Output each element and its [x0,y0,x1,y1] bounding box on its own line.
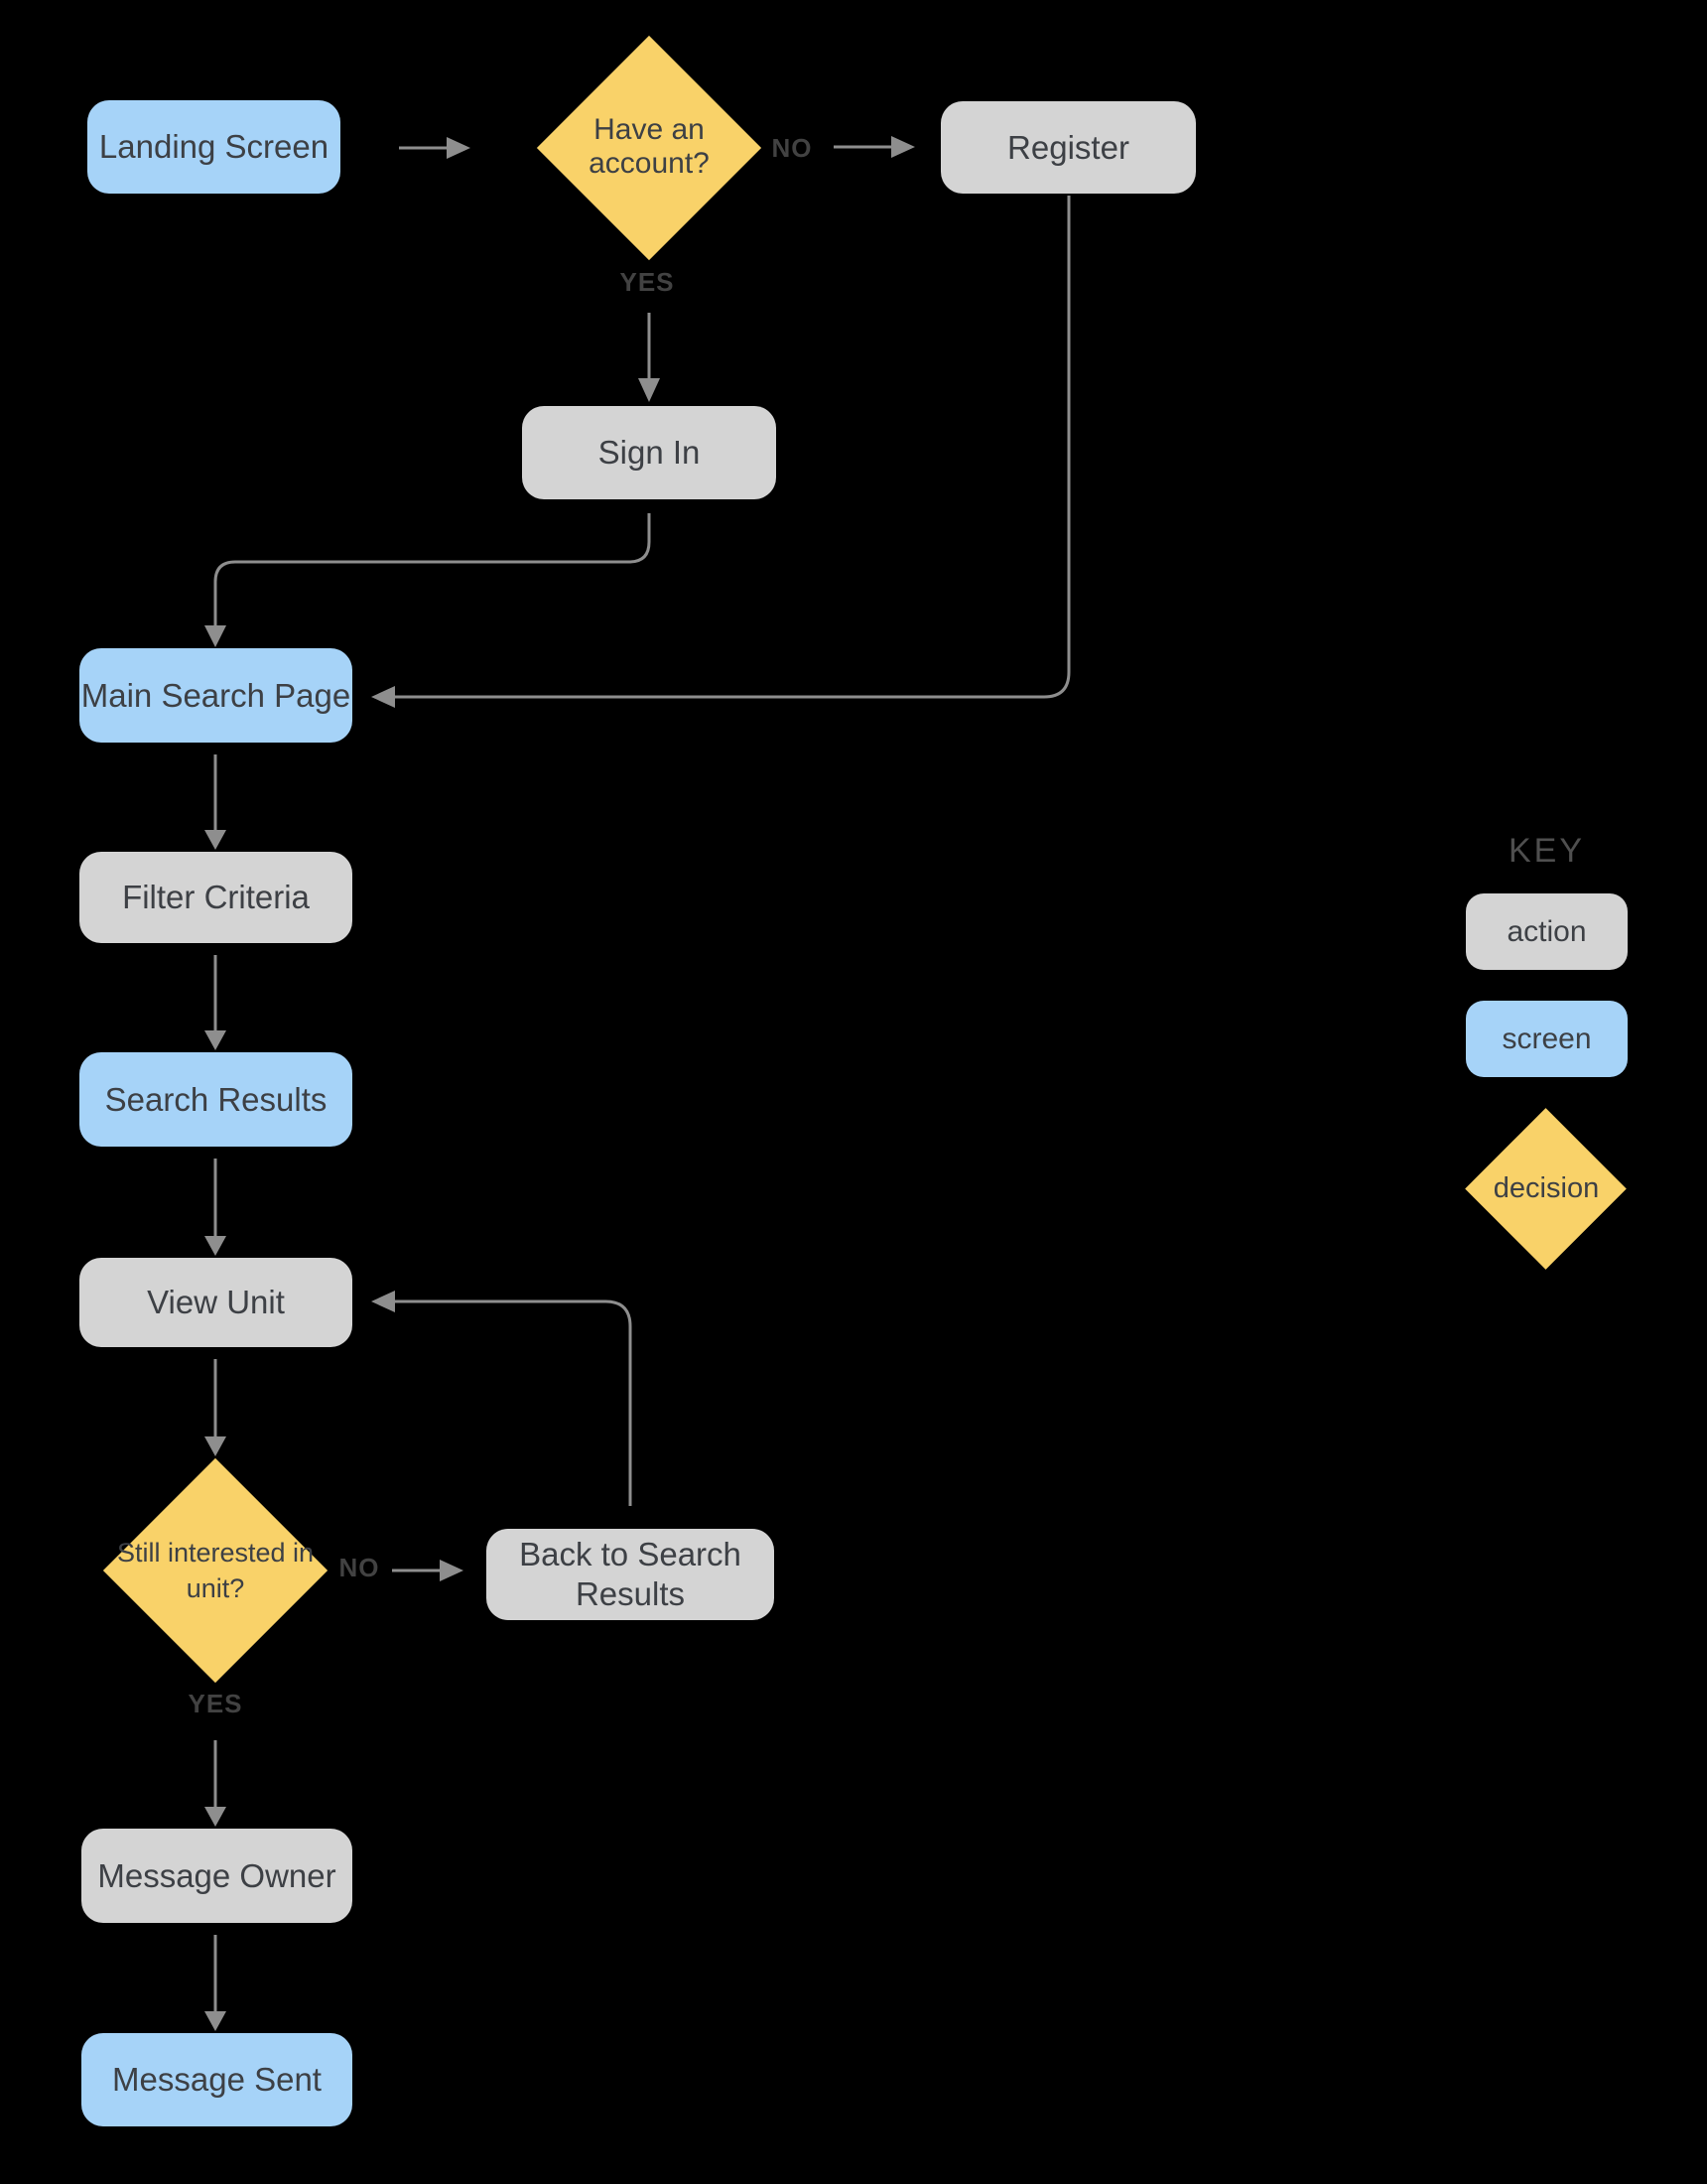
node-sign-in: Sign In [522,406,776,499]
connector-back-to-view-unit [395,1299,632,1506]
arrowhead-landing-to-have-account [447,137,470,159]
connector-register-to-main-search [395,196,1071,699]
arrowhead-back-to-view-unit [371,1291,395,1312]
arrowhead-message-owner-to-message-sent [204,2011,226,2031]
node-filter-criteria: Filter Criteria [79,852,352,943]
legend-decision-label: decision [1493,1171,1600,1204]
arrowhead-sign-in-to-main-search [204,625,226,647]
edge-label-still-interested-yes: YES [188,1689,243,1718]
node-view-unit: View Unit [79,1258,352,1347]
edge-label-have-account-yes: YES [619,267,675,297]
arrowhead-search-results-to-view-unit [204,1236,226,1256]
edge-label-still-interested-no: NO [338,1553,380,1582]
arrowhead-register-to-main-search [371,686,395,708]
legend-title: KEY [1508,832,1586,870]
arrowhead-have-account-yes-to-sign-in [638,378,660,402]
arrowhead-still-interested-yes-to-message-owner [204,1807,226,1827]
connector-sign-in-to-main-search [213,513,651,625]
arrowhead-main-search-to-filter [204,830,226,850]
node-search-results: Search Results [79,1052,352,1147]
legend-screen-swatch: screen [1466,1001,1628,1077]
arrowhead-filter-to-search-results [204,1030,226,1050]
legend-action-swatch: action [1466,893,1628,970]
node-message-owner: Message Owner [81,1829,352,1923]
edge-label-have-account-no: NO [771,133,813,163]
node-have-an-account-label: Have an account? [589,113,710,180]
node-still-interested-label: Still interested in unit? [116,1537,315,1603]
node-back-to-search-results: Back to Search Results [486,1529,774,1620]
node-message-sent: Message Sent [81,2033,352,2126]
node-landing-screen: Landing Screen [87,100,340,194]
node-main-search-page: Main Search Page [79,648,352,743]
arrowhead-still-interested-no-to-back [440,1560,463,1581]
arrowhead-have-account-no-to-register [891,136,915,158]
arrowhead-view-unit-to-still-interested [204,1436,226,1456]
node-register: Register [941,101,1196,194]
